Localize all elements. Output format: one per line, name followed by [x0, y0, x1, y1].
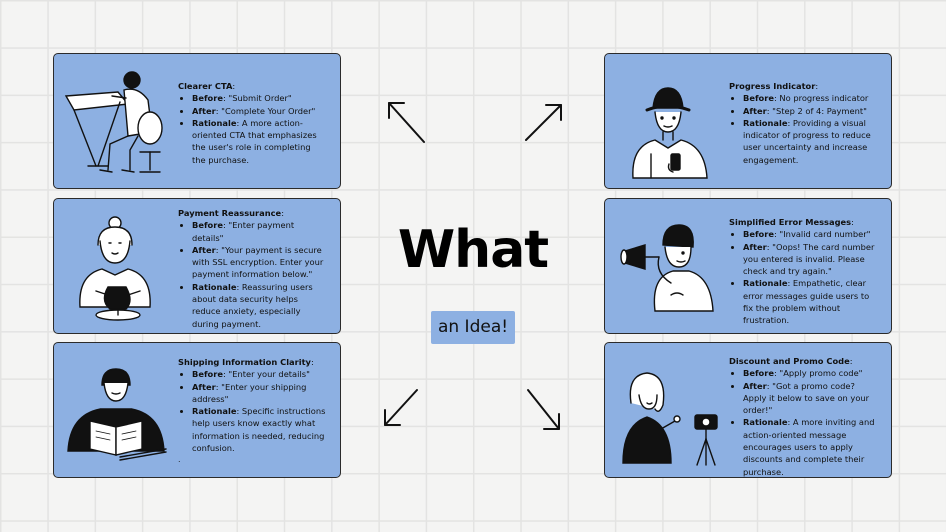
list-item: Rationale: Providing a visual indicator … — [743, 117, 877, 166]
item-term: Before — [743, 229, 774, 240]
card-progress-indicator: Progress Indicator: Before: No progress … — [604, 53, 892, 189]
item-text: : A more action-oriented CTA that emphas… — [192, 117, 317, 165]
person-with-megaphone-illustration — [620, 224, 714, 312]
card-heading: Clearer CTA — [178, 81, 233, 91]
arrow-down-left-icon — [384, 389, 418, 426]
item-term: Rationale — [192, 117, 237, 128]
item-term: After — [192, 381, 216, 392]
card-shipping-information-clarity: Shipping Information Clarity: Before: "E… — [53, 342, 341, 478]
heading-colon: : — [281, 208, 284, 218]
item-text: : Specific instructions help users know … — [192, 406, 326, 454]
heading-colon: : — [815, 81, 819, 91]
list-item: After: "Step 2 of 4: Payment" — [743, 105, 877, 117]
list-item: After: "Your payment is secure with SSL … — [192, 244, 326, 281]
item-text: : Providing a visual indicator of progre… — [743, 117, 871, 165]
card-heading: Discount and Promo Code — [729, 356, 850, 366]
item-term: Rationale — [743, 417, 788, 428]
item-text: : "Oops! The card number you entered is … — [743, 241, 875, 277]
card-heading: Shipping Information Clarity — [178, 357, 311, 367]
item-term: After — [743, 241, 767, 252]
list-item: Rationale: Reassuring users about data s… — [192, 281, 326, 330]
list-item: Rationale: Empathetic, clear error messa… — [743, 277, 877, 326]
list-item: Before: "Enter payment details" — [192, 219, 326, 244]
list-item: Before: No progress indicator — [743, 92, 877, 104]
list-item: After: "Complete Your Order" — [192, 105, 326, 117]
item-term: Before — [192, 93, 223, 104]
diagram-subtitle: an Idea! — [431, 311, 515, 344]
card-discount-and-promo-code: Discount and Promo Code: Before: "Apply … — [604, 342, 892, 478]
item-text: : "Apply promo code" — [773, 368, 863, 379]
item-text: : "Enter payment details" — [192, 220, 295, 243]
item-text: : "Submit Order" — [222, 93, 292, 104]
trailing-period: . — [178, 455, 181, 464]
item-text: : "Enter your details" — [222, 369, 310, 380]
item-term: Rationale — [192, 406, 237, 417]
list-item: After: "Oops! The card number you entere… — [743, 241, 877, 278]
item-text: : A more inviting and action-oriented me… — [743, 417, 875, 477]
item-text: : "Complete Your Order" — [215, 105, 316, 116]
person-with-hat-and-phone-illustration — [632, 87, 708, 179]
diagram-title: What — [397, 220, 549, 280]
list-item: Rationale: Specific instructions help us… — [192, 405, 326, 454]
list-item: Rationale: A more inviting and action-or… — [743, 416, 877, 477]
arrow-up-left-icon — [388, 102, 425, 143]
item-text: : "Enter your shipping address" — [192, 381, 307, 404]
card-payment-reassurance: Payment Reassurance: Before: "Enter paym… — [53, 198, 341, 334]
item-term: Rationale — [743, 117, 788, 128]
item-term: After — [743, 380, 767, 391]
card-heading: Simplified Error Messages — [729, 217, 852, 227]
heading-colon: : — [849, 356, 853, 366]
arrow-up-right-icon — [525, 104, 562, 141]
man-reading-book-illustration — [67, 368, 167, 461]
woman-making-pottery-illustration — [79, 216, 151, 321]
item-term: Before — [192, 220, 223, 231]
card-heading: Progress Indicator — [729, 81, 816, 91]
item-text: : "Step 2 of 4: Payment" — [766, 105, 867, 116]
list-item: Rationale: A more action-oriented CTA th… — [192, 117, 326, 166]
item-term: Before — [743, 368, 774, 379]
arrow-down-right-icon — [527, 389, 560, 430]
item-term: Rationale — [192, 281, 237, 292]
item-text: : "Your payment is secure with SSL encry… — [192, 244, 324, 280]
item-term: After — [743, 105, 767, 116]
heading-colon: : — [851, 217, 854, 227]
item-term: Before — [743, 93, 774, 104]
card-heading: Payment Reassurance — [178, 208, 282, 218]
item-text: : "Got a promo code? Apply it below to s… — [743, 380, 870, 416]
item-term: Before — [192, 369, 223, 380]
list-item: Before: "Enter your details" — [192, 368, 326, 380]
list-item: Before: "Invalid card number" — [743, 228, 877, 240]
woman-with-camera-on-tripod-illustration — [622, 372, 718, 466]
item-text: : No progress indicator — [773, 93, 869, 104]
item-term: Rationale — [743, 278, 788, 289]
item-term: After — [192, 244, 216, 255]
item-text: : Empathetic, clear error messages guide… — [743, 278, 870, 326]
item-text: : Reassuring users about data security h… — [192, 281, 313, 329]
card-simplified-error-messages: Simplified Error Messages: Before: "Inva… — [604, 198, 892, 334]
list-item: After: "Got a promo code? Apply it below… — [743, 380, 877, 417]
heading-colon: : — [232, 81, 236, 91]
list-item: Before: "Apply promo code" — [743, 367, 877, 379]
card-clearer-cta: Clearer CTA: Before: "Submit Order" Afte… — [53, 53, 341, 189]
list-item: Before: "Submit Order" — [192, 92, 326, 104]
heading-colon: : — [310, 357, 314, 367]
item-text: : "Invalid card number" — [773, 229, 871, 240]
item-term: After — [192, 105, 216, 116]
list-item: After: "Enter your shipping address" — [192, 381, 326, 406]
designer-at-drafting-table-illustration — [64, 71, 163, 173]
